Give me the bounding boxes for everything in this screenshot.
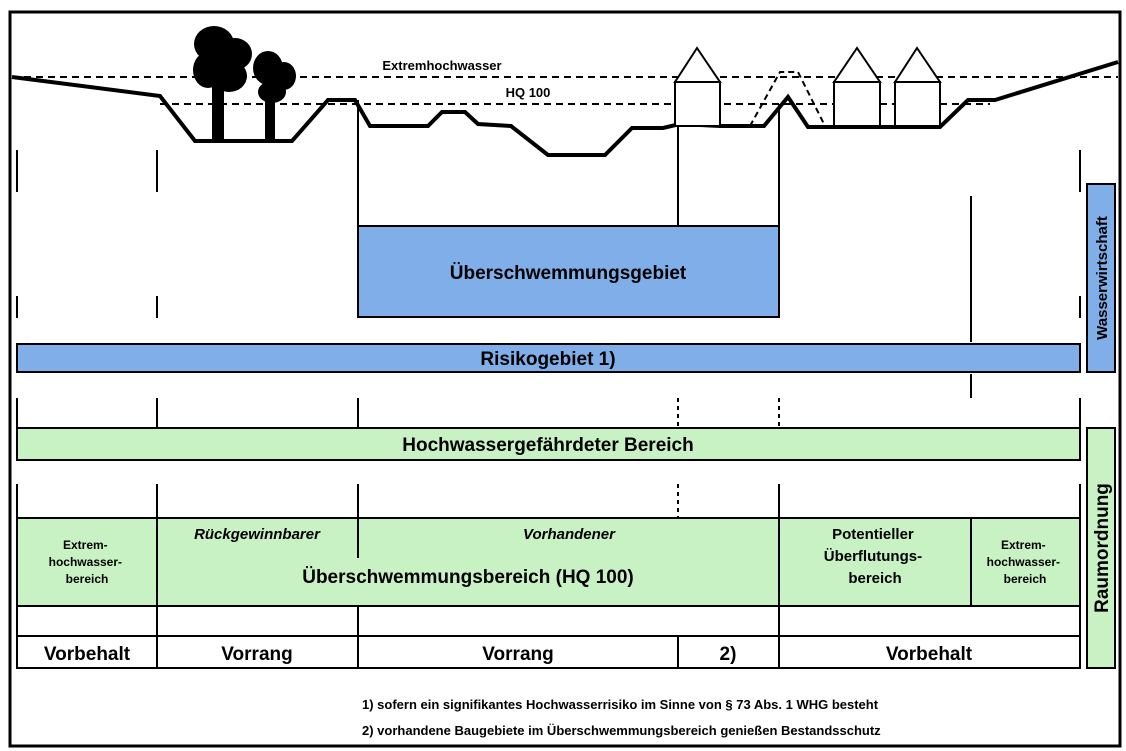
house-icon <box>832 46 882 127</box>
dike-outline <box>749 71 826 127</box>
footnote-1: 1) sofern ein signifikantes Hochwasserri… <box>362 697 879 712</box>
raumordnung-label: Raumordnung <box>1092 483 1113 613</box>
section-markers <box>16 100 1081 518</box>
diagram-frame <box>8 10 1122 748</box>
risikogebiet-label: Risikogebiet 1) <box>480 349 615 370</box>
wasserwirtschaft-label: Wasserwirtschaft <box>1094 216 1111 340</box>
rueckgewinnbarer-label: Rückgewinnbarer <box>194 526 321 543</box>
risikogebiet-bar <box>16 343 1081 373</box>
footnote-2: 2) vorhandene Baugebiete im Überschwemmu… <box>362 723 881 738</box>
vorbehalt-right-cell: Vorbehalt <box>886 644 973 665</box>
potentieller-label: Potentieller Überflutungs- bereich <box>824 526 927 587</box>
extrem-left-label: Extrem- hochwasser- bereich <box>49 538 126 586</box>
house-icon <box>893 46 942 127</box>
vorrang-left-cell: Vorrang <box>221 644 292 665</box>
area-band <box>16 517 1081 607</box>
vorrang-middle-cell: Vorrang <box>482 644 553 665</box>
hochwassergefaehrdet-label: Hochwassergefährdeter Bereich <box>402 435 693 456</box>
ueberschwemmungsgebiet-box <box>357 225 780 318</box>
extrem-right-label: Extrem- hochwasser- bereich <box>987 538 1064 586</box>
priority-row <box>16 635 1081 669</box>
ueberschwemmungsgebiet-label: Überschwemmungsgebiet <box>450 263 687 284</box>
terrain-profile <box>11 26 1119 157</box>
hq100-label: HQ 100 <box>506 85 551 100</box>
spacer-row <box>16 606 1081 636</box>
house-icon <box>673 46 722 127</box>
tree-icon <box>193 26 252 142</box>
vorbehalt-left-cell: Vorbehalt <box>44 644 131 665</box>
tree-icon <box>253 51 296 142</box>
raumordnung-sidebar <box>1086 427 1116 669</box>
wasserwirtschaft-sidebar <box>1086 183 1116 373</box>
ueberschwemmungsbereich-label: Überschwemmungsbereich (HQ 100) <box>302 567 634 588</box>
ground-line <box>11 60 1119 157</box>
extreme-flood-label: Extremhochwasser <box>382 58 501 73</box>
hochwassergefaehrdet-bar <box>16 427 1081 461</box>
vorhandener-label: Vorhandener <box>523 526 616 543</box>
footnote-ref-cell: 2) <box>720 644 737 665</box>
